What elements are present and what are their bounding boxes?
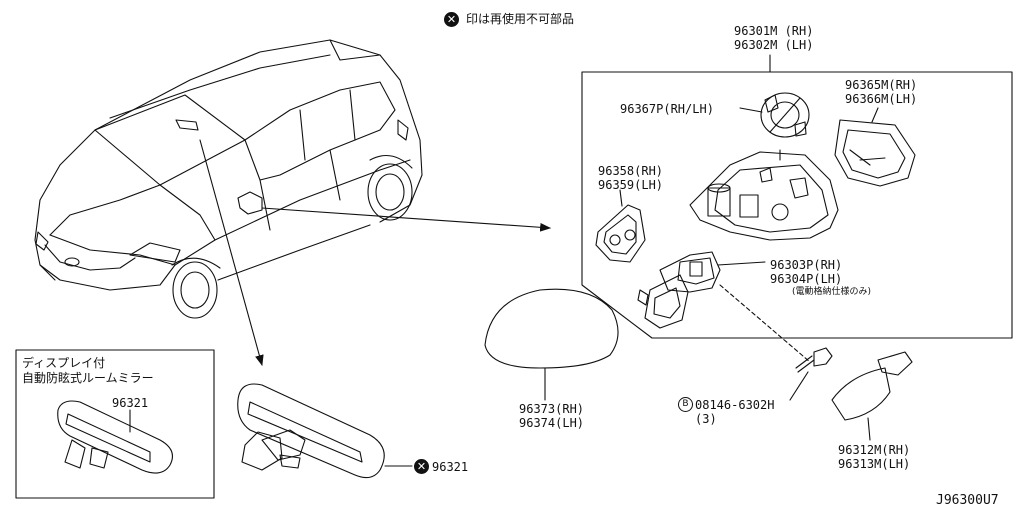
x-circle-icon: ✕: [414, 459, 429, 474]
label-96304-lh: 96304P(LH): [770, 272, 843, 286]
label-96303-note: (電動格納仕様のみ): [792, 287, 872, 297]
label-96303-rh: 96303P(RH): [770, 258, 843, 272]
label-96302-lh: 96302M (LH): [734, 38, 814, 52]
mirror-housing: [689, 151, 839, 241]
bolt-circle-icon: B: [678, 397, 693, 412]
inset-mirror: [57, 400, 173, 474]
inset-title-line1: ディスプレイ付: [22, 356, 106, 370]
glass-96358: [595, 204, 646, 263]
label-96301-rh: 96301M (RH): [734, 24, 814, 38]
label-96358-rh: 96358(RH): [598, 164, 664, 178]
interior-mirror: [237, 383, 385, 479]
label-96312-rh: 96312M(RH): [838, 443, 911, 457]
label-96367: 96367P(RH/LH): [620, 102, 714, 116]
label-96359-lh: 96359(LH): [598, 178, 664, 192]
actuator-96367: [760, 92, 810, 138]
label-96373-rh: 96373(RH): [519, 402, 585, 416]
diagram-code: J96300U7: [936, 493, 999, 508]
x-circle-icon: ✕: [444, 12, 459, 27]
turn-lamp-96312: [831, 351, 913, 421]
bolt-08146: [795, 347, 833, 373]
label-08146: 08146-6302H: [695, 398, 775, 412]
inset-title-line2: 自動防眩式ルームミラー: [22, 371, 154, 385]
label-96366-lh: 96366M(LH): [845, 92, 918, 106]
car-illustration: [34, 39, 423, 319]
label-bolt-qty: (3): [695, 412, 717, 426]
retractor-96303: [637, 251, 721, 329]
label-96374-lh: 96374(LH): [519, 416, 585, 430]
label-96313-lh: 96313M(LH): [838, 457, 911, 471]
label-96321: 96321: [432, 460, 469, 474]
cover-96373: [484, 288, 619, 369]
heater-96365: [834, 119, 916, 187]
legend-text: 印は再使用不可部品: [466, 12, 575, 26]
label-96365-rh: 96365M(RH): [845, 78, 918, 92]
label-inset-96321: 96321: [112, 396, 149, 410]
